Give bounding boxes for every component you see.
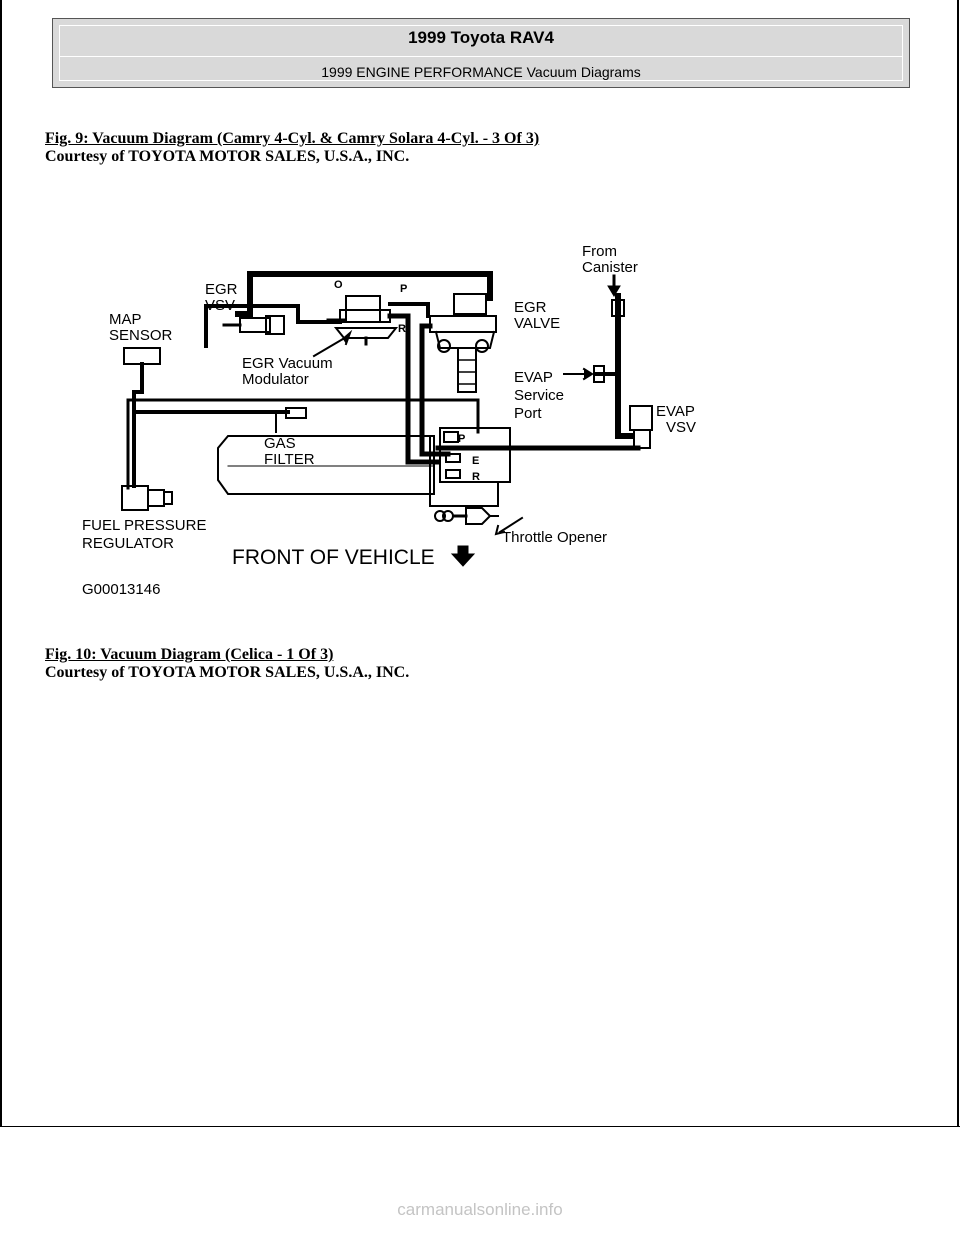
header-subtitle: 1999 ENGINE PERFORMANCE Vacuum Diagrams — [321, 64, 641, 80]
page-frame-left — [0, 0, 2, 1127]
label-map-1: MAP — [109, 311, 142, 328]
label-map-2: SENSOR — [109, 327, 173, 344]
header-inner-border — [59, 25, 903, 81]
label-evap-port-2: Service — [514, 387, 564, 404]
figure-10-caption: Fig. 10: Vacuum Diagram (Celica - 1 Of 3… — [45, 646, 409, 682]
label-evap-port-3: Port — [514, 405, 542, 422]
label-egr-vsv-1: EGR — [205, 281, 238, 298]
vacuum-diagram: EGR VSV MAP SENSOR EGR Vacuum Modulator … — [82, 243, 696, 598]
throttle-port-r: R — [472, 471, 480, 483]
port-r: R — [398, 323, 406, 335]
label-front-of-vehicle: FRONT OF VEHICLE — [232, 546, 435, 569]
label-evap-vsv-1: EVAP — [656, 403, 695, 420]
label-egr-modulator-2: Modulator — [242, 371, 309, 388]
label-evap-vsv-2: VSV — [666, 419, 696, 436]
label-fpr-1: FUEL PRESSURE — [82, 517, 206, 534]
label-from-canister-2: Canister — [582, 259, 638, 276]
port-p: P — [400, 283, 407, 295]
page-frame-bottom — [0, 1126, 960, 1127]
header-title: 1999 Toyota RAV4 — [408, 28, 554, 47]
page-frame-right — [957, 0, 959, 1127]
throttle-port-e: E — [472, 455, 479, 467]
port-o: O — [334, 279, 343, 291]
figure-10-title: Fig. 10: Vacuum Diagram (Celica - 1 Of 3… — [45, 646, 334, 663]
diagram-code: G00013146 — [82, 581, 160, 598]
watermark: carmanualsonline.info — [397, 1200, 563, 1219]
header-divider — [60, 56, 902, 57]
label-gas-filter-2: FILTER — [264, 451, 315, 468]
label-egr-valve-1: EGR — [514, 299, 547, 316]
page-header — [52, 18, 910, 88]
label-egr-valve-2: VALVE — [514, 315, 560, 332]
label-evap-port-1: EVAP — [514, 369, 553, 386]
figure-10-courtesy: Courtesy of TOYOTA MOTOR SALES, U.S.A., … — [45, 664, 410, 681]
label-egr-modulator-1: EGR Vacuum — [242, 355, 333, 372]
throttle-port-p: P — [458, 433, 465, 445]
figure-9-courtesy: Courtesy of TOYOTA MOTOR SALES, U.S.A., … — [45, 148, 410, 165]
figure-9-caption: Fig. 9: Vacuum Diagram (Camry 4-Cyl. & C… — [45, 130, 539, 166]
label-gas-filter-1: GAS — [264, 435, 296, 452]
label-from-canister-1: From — [582, 243, 617, 260]
label-throttle-opener: Throttle Opener — [502, 529, 607, 546]
figure-9-title: Fig. 9: Vacuum Diagram (Camry 4-Cyl. & C… — [45, 130, 540, 147]
label-fpr-2: REGULATOR — [82, 535, 174, 552]
label-egr-vsv-2: VSV — [205, 297, 235, 314]
